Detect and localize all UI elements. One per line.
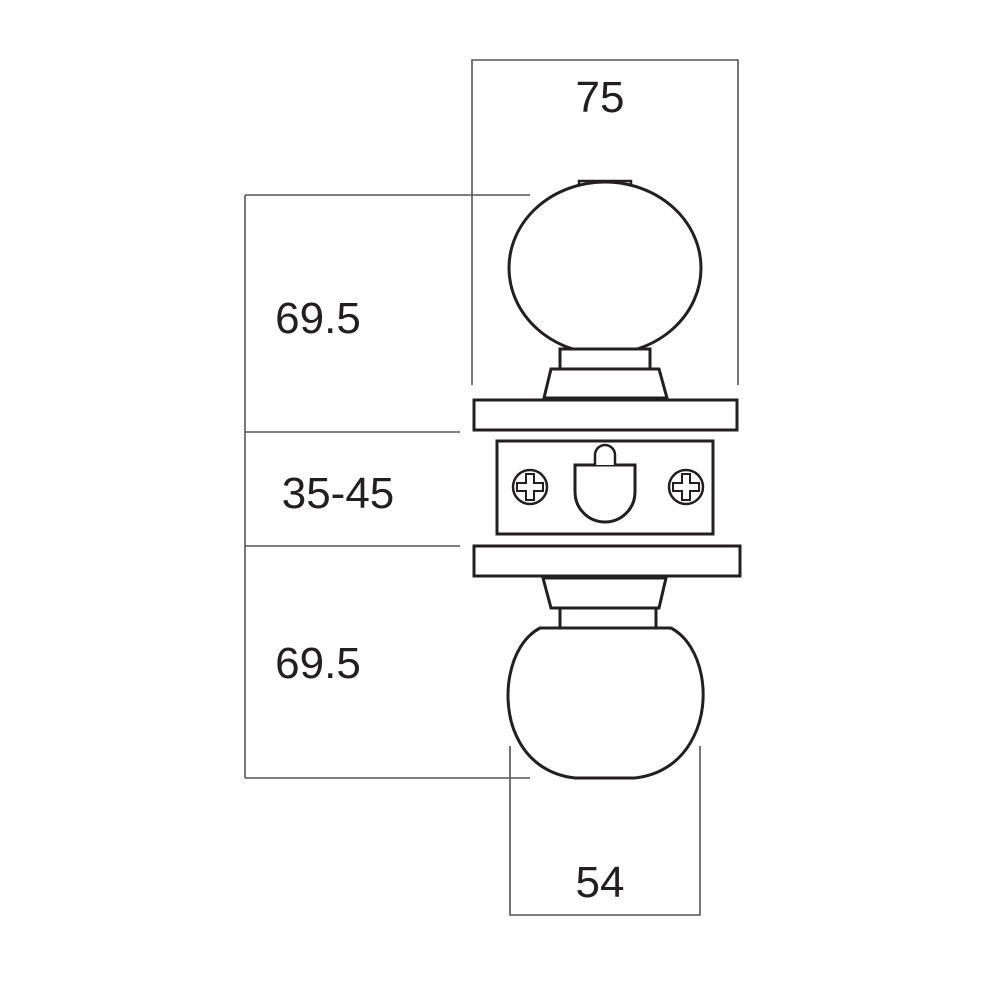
latch-bolt [573, 463, 637, 524]
outer-knob [507, 179, 703, 400]
latch-bolt-tab [593, 443, 617, 465]
screw-icon [667, 468, 705, 506]
dimension-lines [244, 59, 739, 916]
outer-rose-plate [472, 398, 739, 432]
width-75-bracket [471, 59, 739, 385]
dimension-inner-69-5-label: 69.5 [275, 639, 361, 688]
inner-knob-neck [558, 606, 658, 630]
dimension-75-label: 75 [576, 73, 625, 122]
width-54-bracket [509, 746, 701, 916]
inner-knob-ball [506, 626, 705, 780]
outer-knob-neck [558, 347, 652, 371]
inner-rose-plate [472, 544, 742, 578]
latch-plate [495, 439, 715, 536]
dimension-35-45-label: 35-45 [282, 469, 395, 518]
inner-knob-collar [541, 576, 668, 610]
outer-knob-collar [542, 367, 669, 400]
outer-knob-ball [507, 180, 703, 356]
screw-icon [511, 468, 549, 506]
inner-knob [506, 576, 705, 780]
dimension-outer-69-5-label: 69.5 [275, 294, 361, 343]
dimension-54-label: 54 [576, 858, 625, 907]
